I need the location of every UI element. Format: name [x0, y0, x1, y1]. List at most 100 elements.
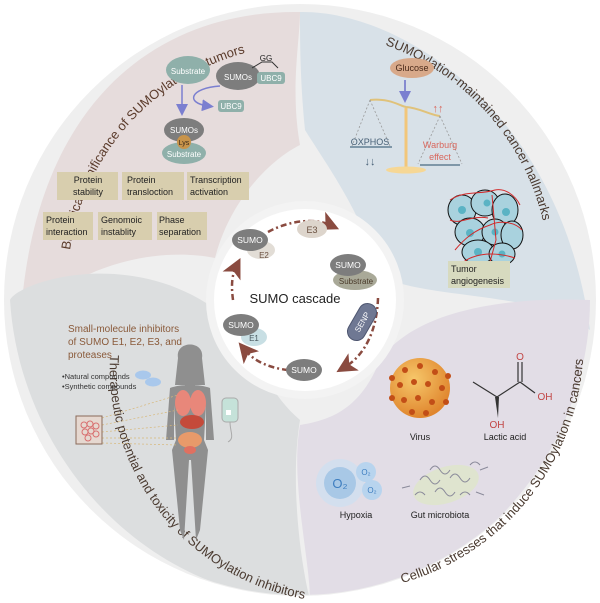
sumos-conj-shape: [164, 118, 204, 142]
gut-microbiota-label: Gut microbiota: [411, 510, 470, 520]
release-arrow: [192, 85, 221, 112]
quadrant-bottom-right-bg: [297, 299, 590, 595]
sumos-label: SUMOs: [224, 73, 252, 82]
svg-text:Tumor: Tumor: [451, 264, 477, 274]
substrate-label: Substrate: [171, 67, 206, 76]
svg-text:Transcription: Transcription: [190, 175, 242, 185]
svg-text:Genomoic: Genomoic: [101, 215, 143, 225]
senp-shape: SENP: [347, 302, 377, 342]
glucose-shape: [390, 58, 434, 78]
svg-text:Protein: Protein: [127, 175, 156, 185]
box-protein-stability: [57, 172, 118, 200]
up-arrows: ↑↑: [433, 103, 444, 115]
svg-text:O₂: O₂: [361, 468, 370, 477]
svg-text:E1: E1: [249, 334, 259, 343]
sumos-shape: [216, 62, 260, 90]
svg-text:•Natural compounds: •Natural compounds: [62, 372, 130, 381]
virus-icon: [389, 358, 451, 418]
svg-text:activation: activation: [190, 187, 228, 197]
sumo-substrate-shape: [330, 254, 366, 276]
e3-shape: [297, 220, 327, 238]
svg-text:interaction: interaction: [46, 227, 88, 237]
sumo-free-shape: [286, 359, 322, 381]
inhibitors-section: Small-molecule inhibitors of SUMO E1, E2…: [62, 324, 239, 540]
svg-text:instablity: instablity: [101, 227, 137, 237]
pill-icon: [145, 377, 161, 387]
sumo-e2-shape: [232, 229, 268, 251]
svg-text:Protein: Protein: [46, 215, 75, 225]
svg-text:O₂: O₂: [332, 476, 347, 491]
down-arrows: ↓↓: [365, 156, 376, 168]
warburg-label-2: effect: [429, 152, 451, 162]
lactic-acid-icon: [472, 362, 536, 398]
ubc9-bound-box: [257, 72, 285, 84]
function-boxes: Protein stability Protein transloction T…: [43, 172, 249, 240]
arrow-sumo-to-e1: [238, 342, 289, 372]
svg-text:O₂: O₂: [367, 486, 376, 495]
svg-text:SUMO: SUMO: [291, 365, 317, 375]
arrow-e1-to-e2: [222, 258, 241, 301]
svg-text:of SUMO E1, E2, E3, and: of SUMO E1, E2, E3, and: [68, 337, 182, 348]
arrow-e2-to-e3: [267, 211, 340, 234]
ubc9-released-box: [218, 100, 244, 112]
box-protein-interaction: [43, 212, 93, 240]
svg-text:OH: OH: [538, 392, 553, 403]
box-protein-translocation: [122, 172, 184, 200]
substrate-conj-shape: [162, 142, 206, 164]
lys-shape: [177, 135, 191, 149]
virus-label: Virus: [410, 432, 431, 442]
svg-text:angiogenesis: angiogenesis: [451, 276, 505, 286]
substrate-conj-label: Substrate: [167, 150, 202, 159]
quadrant-top-left-bg: [20, 11, 300, 330]
svg-text:OH: OH: [490, 420, 505, 431]
glucose-label: Glucose: [395, 63, 428, 73]
iv-bag-icon: [221, 397, 239, 443]
svg-text:transloction: transloction: [127, 187, 173, 197]
svg-text:E2: E2: [259, 251, 269, 260]
box-genomic-instability: [98, 212, 152, 240]
svg-text:Protein: Protein: [74, 175, 103, 185]
svg-text:SUMO: SUMO: [237, 235, 263, 245]
svg-text:Substrate: Substrate: [339, 277, 374, 286]
gut-microbiota-icon: [401, 461, 489, 506]
lys-label: Lys: [179, 140, 190, 147]
svg-text:Phase: Phase: [159, 215, 185, 225]
svg-text:proteases: proteases: [68, 350, 112, 361]
cascade-title: SUMO cascade: [249, 291, 340, 306]
pill-icon: [135, 370, 151, 380]
ubc9-bound-label: UBC9: [260, 74, 282, 83]
svg-text:E3: E3: [306, 225, 317, 235]
svg-text:•Synthetic compounds: •Synthetic compounds: [62, 382, 137, 391]
warburg-label-1: Warburg: [423, 140, 457, 150]
svg-text:O: O: [516, 352, 524, 363]
svg-text:stability: stability: [73, 187, 104, 197]
hypoxia-icon: [316, 459, 382, 507]
box-phase-separation: [157, 212, 207, 240]
sumo-e1-shape: [223, 314, 259, 336]
warburg-balance: Glucose OXPHOS ↓↓ ↑↑ Warburg effect: [350, 58, 463, 174]
svg-text:SUMO: SUMO: [335, 260, 361, 270]
svg-text:separation: separation: [159, 227, 201, 237]
oxphos-label: OXPHOS: [351, 137, 390, 147]
cellular-stresses: Virus O OH OH Lactic acid O₂ O₂ O₂ Hypox…: [316, 352, 553, 520]
sumo-cascade: E3 SUMO E2 SUMO Substrate SUMO cascade S…: [222, 211, 380, 381]
substrate-shape: [166, 56, 210, 84]
balance-base: [386, 166, 426, 174]
lactic-acid-label: Lactic acid: [484, 432, 527, 442]
arrow-senp-to-sumo: [336, 297, 380, 373]
balance-beam: [369, 98, 441, 117]
sumos-conj-label: SUMOs: [170, 126, 198, 135]
ubc9-released-label: UBC9: [220, 102, 242, 111]
svg-text:Small-molecule inhibitors: Small-molecule inhibitors: [68, 324, 179, 335]
sumoylation-mechanism: Substrate SUMOs GG UBC9 UBC9 SUMOs Subst…: [162, 54, 285, 164]
organs-icon: [175, 390, 206, 454]
tissue-inset-icon: [75, 415, 103, 445]
tumor-box: [448, 261, 510, 288]
gg-label: GG: [260, 54, 272, 63]
zoom-lines: [101, 394, 179, 446]
hypoxia-label: Hypoxia: [340, 510, 373, 520]
tumor-angiogenesis-illustration: Tumor angiogenesis: [447, 189, 524, 288]
svg-text:SUMO: SUMO: [228, 320, 254, 330]
box-transcription-activation: [187, 172, 249, 200]
